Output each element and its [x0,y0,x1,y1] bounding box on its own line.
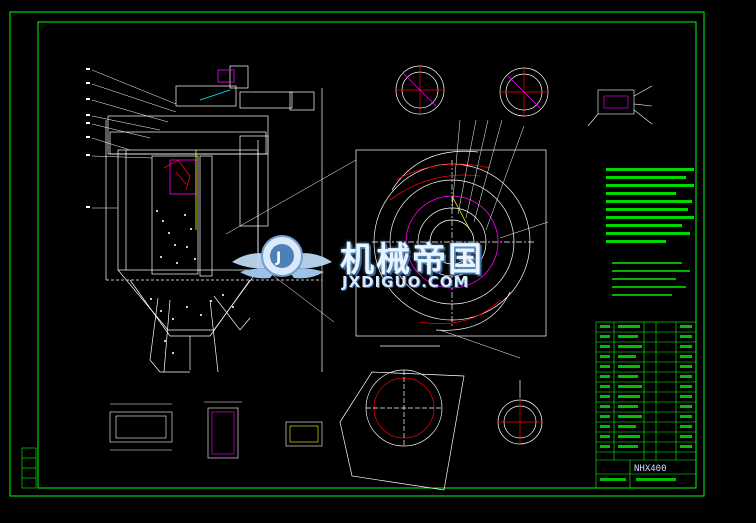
plan-view-colored [389,163,501,325]
left-margin-blocks [21,447,37,489]
small-assembly-detail [587,85,653,127]
section-detail-b [204,401,242,459]
leader-tags-left [86,68,90,208]
flange-detail-1 [395,65,445,115]
lining-hatch [150,210,234,354]
parts-list-cell-text [600,325,692,481]
leader-lines-left [91,69,357,323]
outer-frame [9,11,705,497]
spec-lines [612,262,690,296]
inner-frame [37,21,697,489]
svg-text:J: J [275,250,281,266]
watermark-chinese-text: 机械帝国 [340,240,484,280]
flange-detail-2 [499,67,549,117]
inclined-section-view [339,345,465,491]
flange-detail-3 [497,380,543,445]
technical-notes-block [606,168,694,243]
watermark-logo-icon: J [232,235,332,279]
section-detail-c [285,421,323,447]
internal-colored-parts [163,69,235,230]
parts-list-table [595,321,697,489]
section-detail-a [109,403,173,451]
watermark-english-text: JXDIGUO.COM [342,273,470,291]
main-elevation-view [105,65,323,373]
plan-view-leaders [439,119,549,359]
title-block-model: NHX400 [634,464,667,474]
